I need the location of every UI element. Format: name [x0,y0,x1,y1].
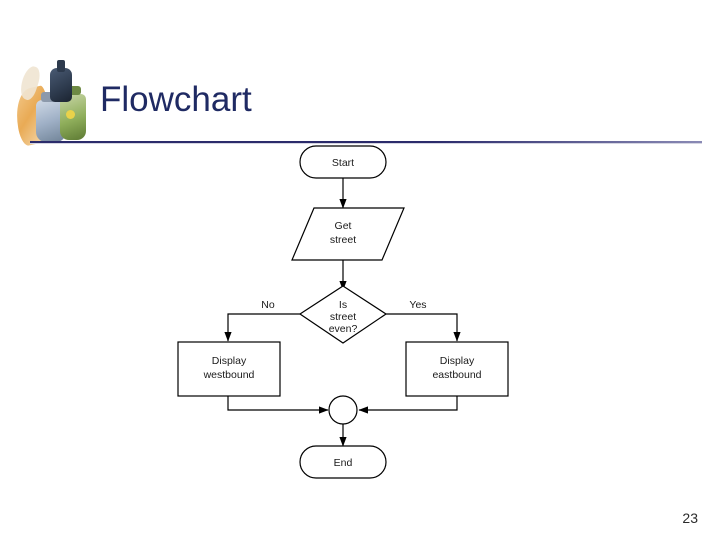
node-decision-label-line2: street [330,311,356,323]
edge-decision-to-east [386,313,461,342]
node-decision-label-line3: even? [329,323,358,335]
edge-decision-to-west [224,313,300,342]
page-title: Flowchart [100,80,252,119]
node-display-eastbound [405,341,509,397]
node-display-eastbound-label-line1: Display [440,355,475,367]
edge-label-no: No [261,299,275,311]
node-get-street-label-line1: Get [335,220,352,232]
node-start-label: Start [332,157,354,169]
node-end-label: End [334,457,353,469]
page-number: 23 [682,510,698,526]
logo-yellow-dot [66,110,75,119]
node-merge-connector [328,395,358,425]
node-display-eastbound-label-line2: eastbound [432,369,481,381]
node-get-street-label-line2: street [330,234,356,246]
node-start [299,145,387,179]
edge-east-to-merge [358,395,458,414]
node-display-westbound [177,341,281,397]
node-get-street [291,207,405,261]
logo-bottle [50,68,72,102]
node-decision [298,285,388,344]
edge-label-yes: Yes [409,299,426,311]
node-end [299,445,387,479]
node-display-westbound-label-line2: westbound [203,369,255,381]
title-divider-shadow [30,143,702,144]
logo-jar-green-lid [65,86,81,95]
title-divider [30,141,702,143]
node-display-westbound-label-line1: Display [212,355,247,367]
decorative-logo-artwork [10,58,96,147]
logo-bottle-neck [57,60,65,72]
flowchart-diagram: Start Get street Is street even? No Yes … [150,138,570,498]
edge-west-to-merge [227,395,329,414]
node-decision-label-line1: Is [339,299,347,311]
